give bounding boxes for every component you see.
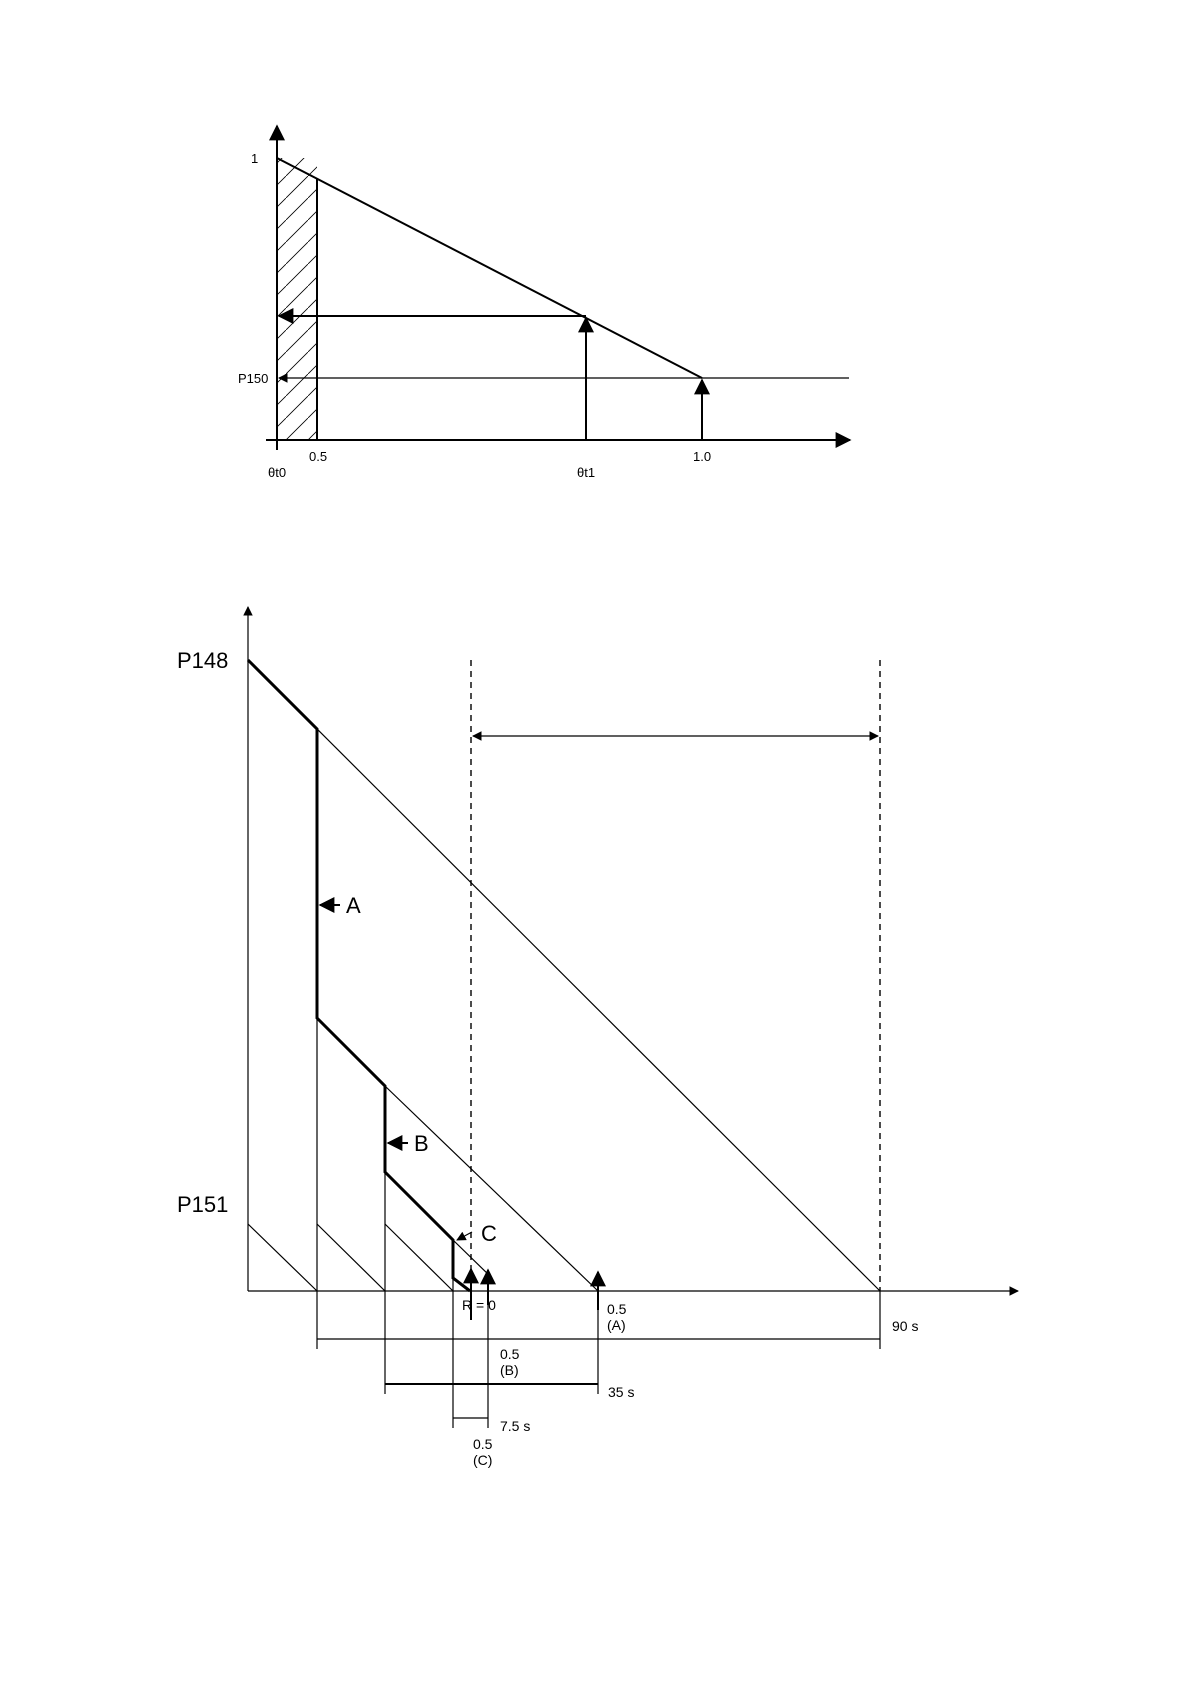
t75-label: 7.5 s <box>500 1418 530 1434</box>
t35-label: 35 s <box>608 1384 634 1400</box>
label-a: A <box>346 893 361 918</box>
label-b: B <box>414 1131 429 1156</box>
p148-label: P148 <box>177 648 228 673</box>
theta-t1-label: θt1 <box>577 465 595 480</box>
slope-line <box>277 158 702 378</box>
r-zero-label: R = 0 <box>462 1297 496 1313</box>
p150-label: P150 <box>238 371 268 386</box>
baseline-tri-3 <box>385 1224 453 1291</box>
b-tag: (B) <box>500 1362 519 1378</box>
theta-t0-label: θt0 <box>268 465 286 480</box>
trajectory-path <box>248 660 470 1291</box>
b-val: 0.5 <box>500 1346 520 1362</box>
a-val: 0.5 <box>607 1301 627 1317</box>
x-10-label: 1.0 <box>693 449 711 464</box>
diagram-top: 1 P150 θt0 0.5 θt1 1.0 <box>238 126 850 480</box>
y-top-label: 1 <box>251 151 258 166</box>
label-c: C <box>481 1221 497 1246</box>
x-05-label: 0.5 <box>309 449 327 464</box>
baseline-tri-1 <box>248 1224 317 1291</box>
c-val: 0.5 <box>473 1436 493 1452</box>
diagram-bottom: P148 P151 A B C R = 0 0.5 (A) 90 s 0.5 (… <box>177 607 1018 1468</box>
diag-b-ext <box>385 1086 598 1291</box>
p148-diagonal <box>248 660 880 1291</box>
a-tag: (A) <box>607 1317 626 1333</box>
pointer-c <box>457 1232 472 1240</box>
t90-label: 90 s <box>892 1318 918 1334</box>
hatched-region <box>277 158 317 440</box>
p151-label: P151 <box>177 1192 228 1217</box>
c-tag: (C) <box>473 1452 492 1468</box>
baseline-tri-2 <box>317 1224 385 1291</box>
